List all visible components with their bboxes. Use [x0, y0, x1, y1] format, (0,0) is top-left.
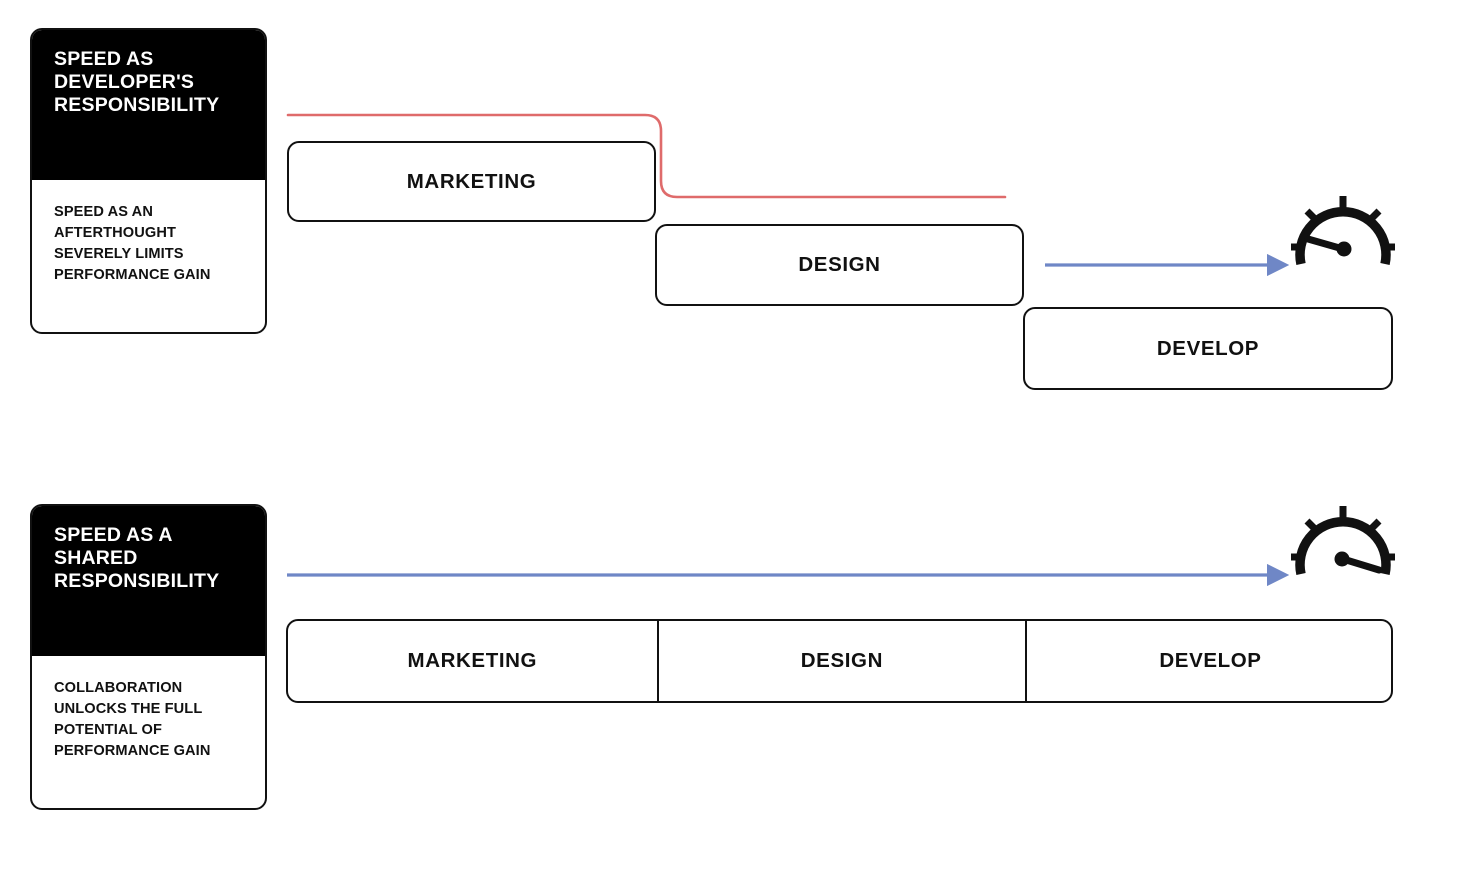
info-card-body-text: COLLABORATION UNLOCKS THE FULL POTENTIAL… — [54, 680, 211, 759]
phase-segment-marketing-row2: MARKETING — [288, 621, 657, 701]
speedometer-high-icon — [1291, 506, 1395, 576]
info-card-body: SPEED AS AN AFTERTHOUGHT SEVERELY LIMITS… — [32, 180, 265, 286]
phase-box-develop-row1: DEVELOP — [1023, 307, 1393, 390]
phase-label: MARKETING — [406, 169, 537, 193]
info-card-heading-text: SPEED AS DEVELOPER'S RESPONSIBILITY — [54, 48, 220, 116]
phase-label: MARKETING — [407, 649, 538, 672]
phase-box-marketing-row1: MARKETING — [287, 141, 656, 222]
phase-label: DESIGN — [800, 649, 883, 672]
phase-segment-design-row2: DESIGN — [656, 621, 1026, 701]
info-card-developer-responsibility: SPEED AS DEVELOPER'S RESPONSIBILITY SPEE… — [30, 28, 267, 334]
info-card-header: SPEED AS DEVELOPER'S RESPONSIBILITY — [32, 30, 265, 180]
info-card-shared-responsibility: SPEED AS A SHARED RESPONSIBILITY COLLABO… — [30, 504, 267, 810]
info-card-header: SPEED AS A SHARED RESPONSIBILITY — [32, 506, 265, 656]
info-card-heading-text: SPEED AS A SHARED RESPONSIBILITY — [54, 524, 220, 592]
phase-label: DEVELOP — [1156, 336, 1260, 360]
phase-segment-develop-row2: DEVELOP — [1025, 621, 1394, 701]
phase-box-design-row1: DESIGN — [655, 224, 1024, 306]
phase-bar-row2: MARKETING DESIGN DEVELOP — [286, 619, 1393, 703]
info-card-body-text: SPEED AS AN AFTERTHOUGHT SEVERELY LIMITS… — [54, 204, 211, 283]
phase-label: DESIGN — [798, 253, 881, 276]
info-card-body: COLLABORATION UNLOCKS THE FULL POTENTIAL… — [32, 656, 265, 762]
speedometer-low-icon — [1291, 196, 1395, 266]
phase-label: DEVELOP — [1159, 649, 1262, 672]
